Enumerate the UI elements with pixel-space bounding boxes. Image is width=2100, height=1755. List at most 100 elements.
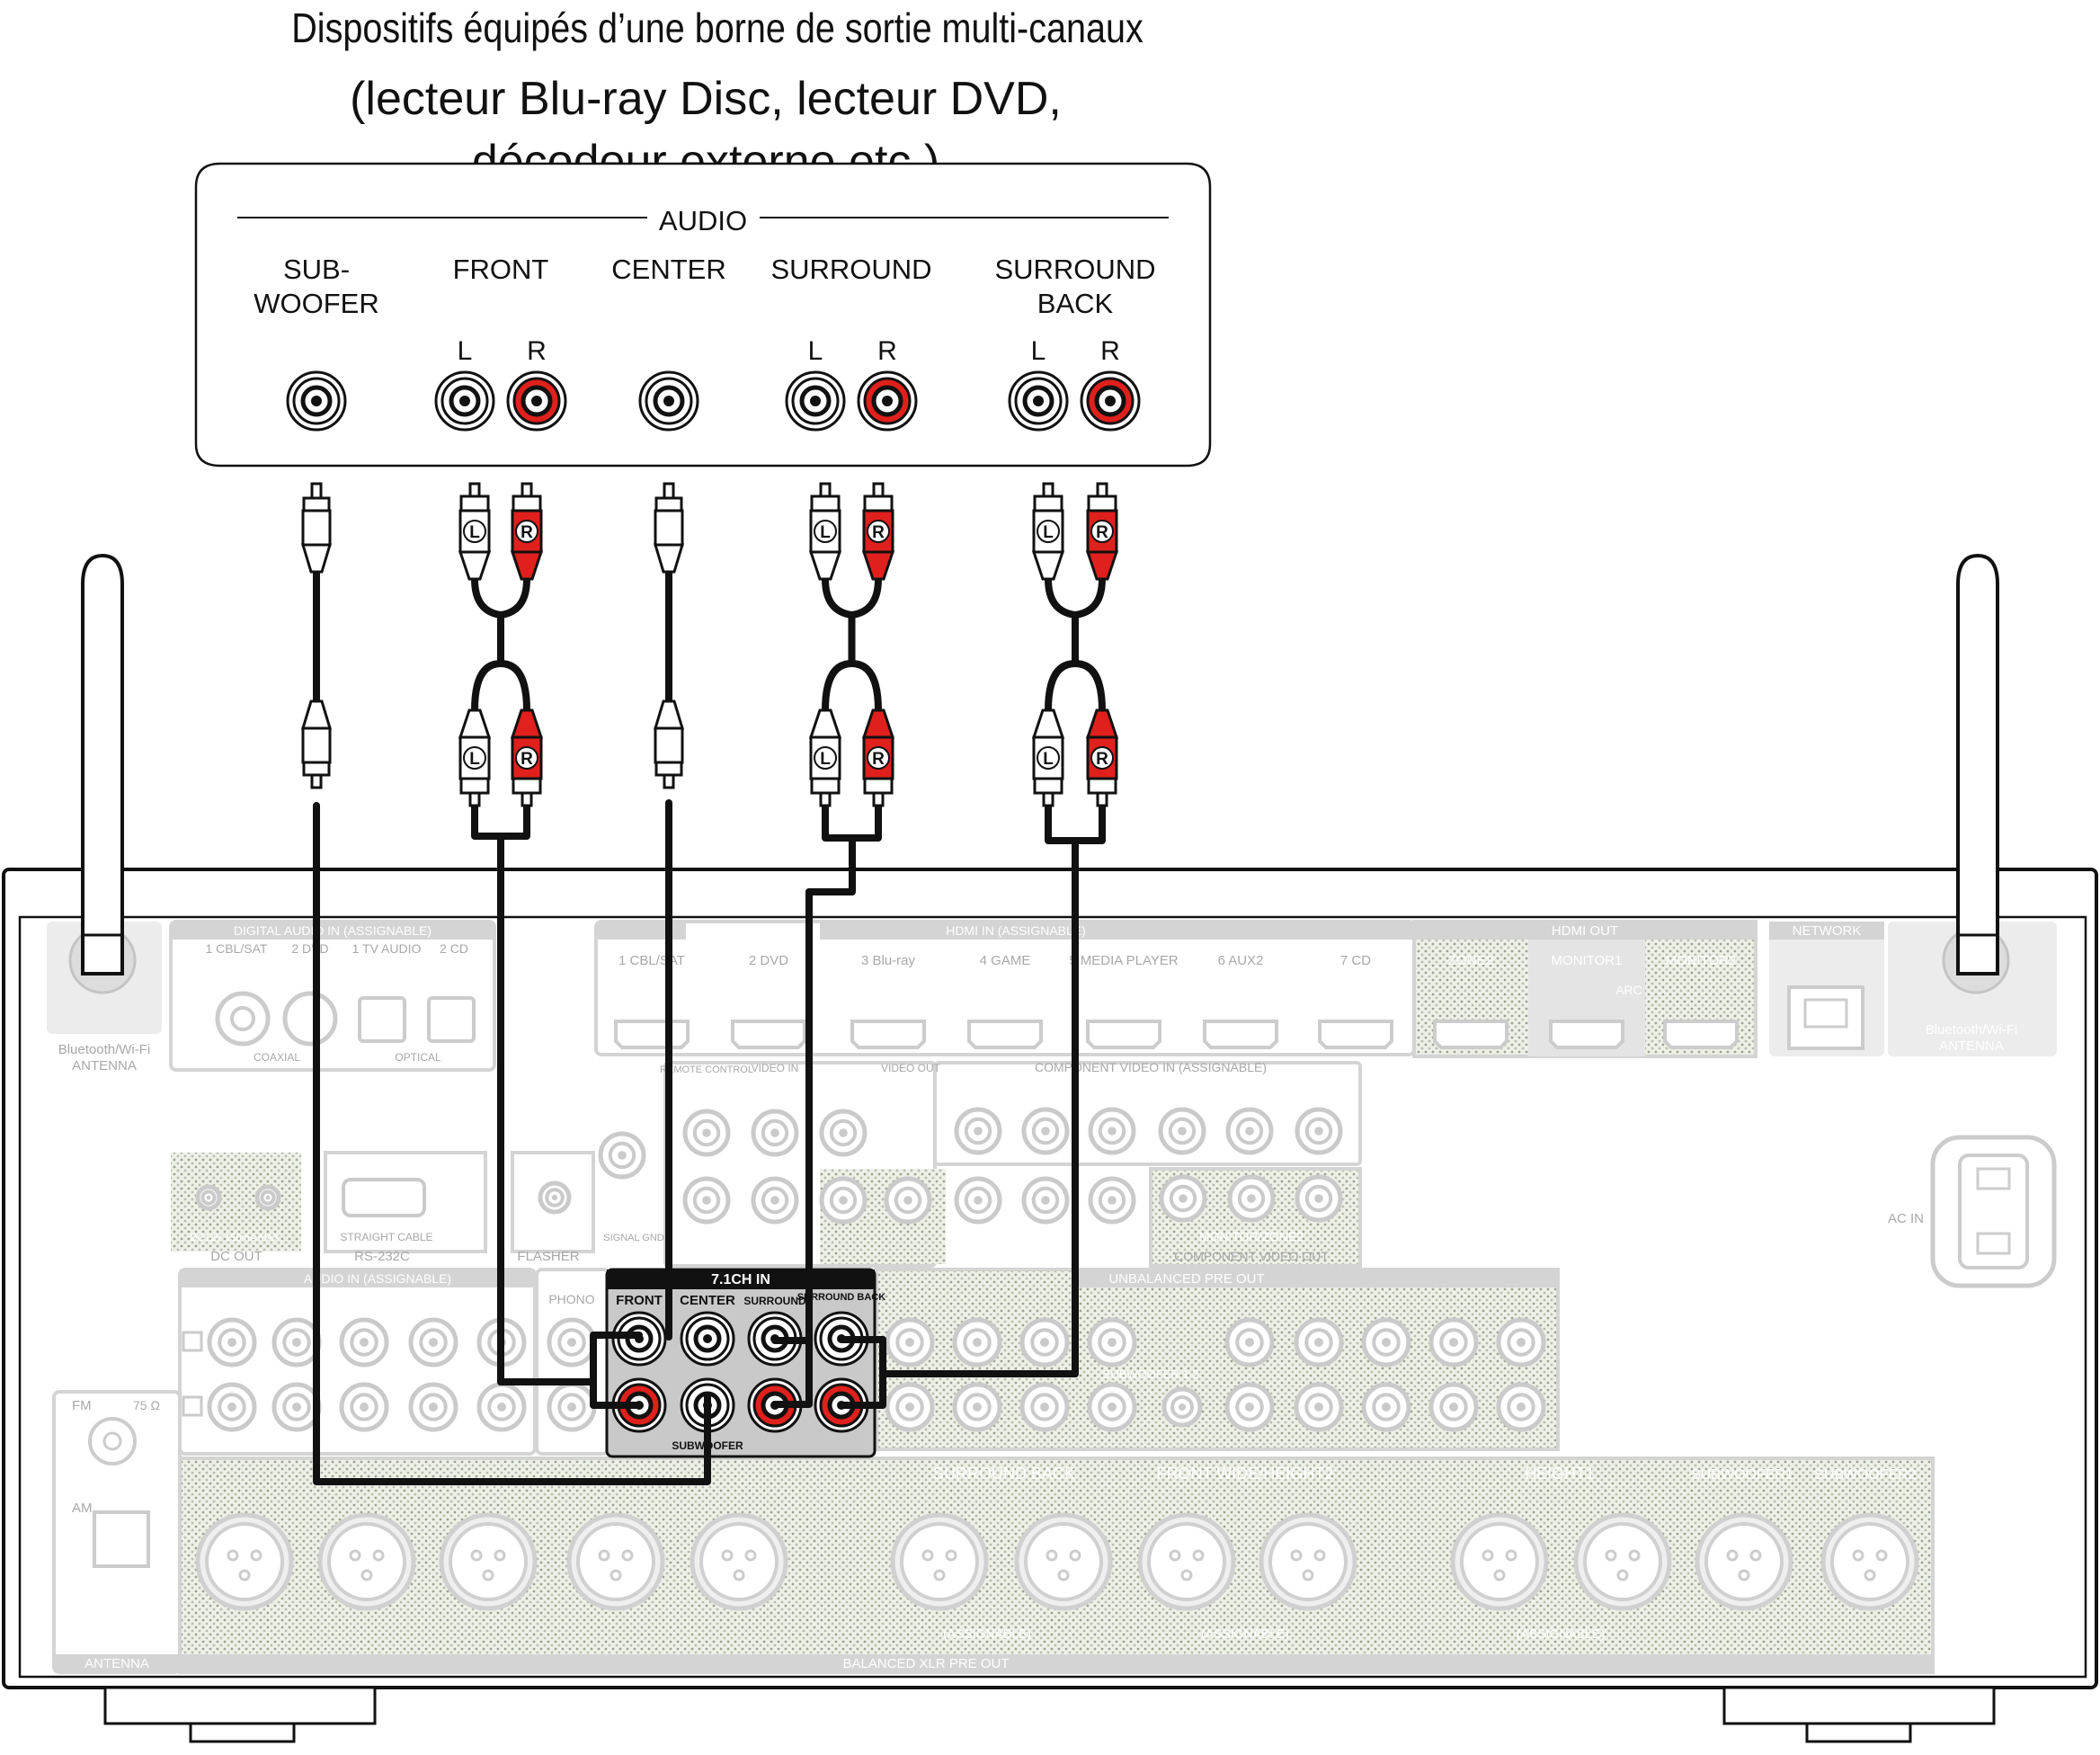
arc-label: ARC xyxy=(1615,983,1642,997)
coaxial-label: COAXIAL xyxy=(254,1051,300,1064)
audio-in-jack-r-5 xyxy=(476,1382,527,1432)
xlr-jack-13 xyxy=(1820,1512,1919,1611)
digital-audio-in-title: DIGITAL AUDIO IN (ASSIGNABLE) xyxy=(234,923,432,938)
video-jack-9 xyxy=(1295,1107,1343,1155)
hdmi-in-port-2 xyxy=(731,1020,806,1049)
audio-in-jack-l-6 xyxy=(547,1317,597,1367)
xlr-jack-1 xyxy=(195,1512,294,1611)
subwoofer-label-1: SUB- xyxy=(283,254,350,285)
xlr-jack-6 xyxy=(890,1512,989,1611)
hdmi-in-label-3: 3 Blu-ray xyxy=(861,953,916,968)
audio-in-jack-r-2 xyxy=(271,1382,322,1432)
hdmi-in-label-1: 1 CBL/SAT xyxy=(618,953,685,968)
video-jack-16 xyxy=(1088,1176,1136,1225)
xlr-jack-3 xyxy=(439,1512,538,1611)
unbalanced-pre-out-title: UNBALANCED PRE OUT xyxy=(1108,1271,1264,1287)
hdmi-in-port-6 xyxy=(1203,1020,1278,1049)
antenna-left xyxy=(47,553,162,1034)
center-label: CENTER xyxy=(611,254,725,285)
ac-in-label: AC IN xyxy=(1888,1211,1924,1226)
title-line-1: Dispositifs équipés d’une borne de sorti… xyxy=(291,5,1143,51)
audio-in-jacks xyxy=(182,1317,597,1432)
source-jack-front-l xyxy=(434,370,495,432)
front-label: FRONT xyxy=(453,254,549,285)
hdmi-out-title: HDMI OUT xyxy=(1552,923,1618,939)
source-jack-center xyxy=(638,370,699,432)
xlr-jacks xyxy=(195,1512,1919,1611)
cable-surround xyxy=(771,888,813,1408)
ch71-front-label: FRONT xyxy=(616,1293,663,1308)
plug-surround-back xyxy=(1045,578,1106,711)
hdmi-in-label-7: 7 CD xyxy=(1340,953,1371,968)
video-jack-10 xyxy=(682,1176,731,1225)
pre-out-subwoofer-jack xyxy=(1161,1386,1203,1428)
audio-in-title: AUDIO IN (ASSIGNABLE) xyxy=(304,1271,451,1286)
digital-input-4: 2 CD xyxy=(440,941,468,956)
audio-in-jack-l-2 xyxy=(271,1317,322,1367)
source-jack-surround-l xyxy=(785,370,846,432)
plug-front-bottom-l: L xyxy=(458,708,492,807)
front-l-label: L xyxy=(458,336,473,366)
hdmi-out-label-monitor2: MONITOR2 xyxy=(1666,953,1737,968)
audio-in-jack-l-1 xyxy=(207,1317,257,1367)
plug-front-top-l: L xyxy=(458,482,492,581)
hdmi-in-label-2: 2 DVD xyxy=(749,953,788,968)
video-jack-4 xyxy=(954,1107,1002,1155)
svg-text:R: R xyxy=(872,750,885,769)
network-panel xyxy=(1769,922,1884,1056)
xlr-jack-9 xyxy=(1259,1512,1357,1611)
hdmi-in-port-3 xyxy=(850,1020,926,1049)
hdmi-in-port-1 xyxy=(614,1020,690,1049)
video-jack-13 xyxy=(884,1176,932,1225)
bal-label-surround-back: SURROUND BACK xyxy=(933,1465,1075,1483)
pre-out-jack-bottom-1 xyxy=(885,1382,935,1432)
video-jack-12 xyxy=(819,1176,868,1225)
pre-out-jacks xyxy=(885,1317,1546,1432)
svg-text:L: L xyxy=(820,523,831,542)
plug-surround-back-bottom-l: L xyxy=(1031,708,1065,807)
monitor-zone2-label: MONITOR/ZONE2 xyxy=(1199,1229,1304,1243)
plug-surround-top-r: R xyxy=(861,482,895,581)
pre-out-jack-bottom-3 xyxy=(1019,1382,1070,1432)
pre-out-jack-top-3 xyxy=(1019,1317,1070,1367)
source-jack-surround-back-r xyxy=(1080,370,1141,432)
plug-center xyxy=(653,482,685,789)
dc-out-jack-2 xyxy=(254,1184,281,1211)
source-jack-subwoofer xyxy=(286,370,347,432)
svg-text:L: L xyxy=(1043,523,1054,542)
fm-am-antenna-panel xyxy=(52,1390,182,1674)
ch71-center-jack xyxy=(680,1311,735,1367)
video-out-label: VIDEO OUT xyxy=(881,1062,941,1074)
audio-in-jack-r-1 xyxy=(207,1382,257,1432)
audio-in-jack-r-6 xyxy=(547,1382,597,1432)
plug-surround-back-top-l: L xyxy=(1031,482,1065,581)
pre-out-jack-top-7 xyxy=(1361,1317,1411,1367)
hdmi-in-label-5: 5 MEDIA PLAYER xyxy=(1069,953,1179,968)
plug-front-bottom-r: R xyxy=(510,708,544,807)
pre-out-jack-bottom-4 xyxy=(1087,1382,1137,1432)
audio-in-jack-l-3 xyxy=(339,1317,389,1367)
flasher-jack xyxy=(538,1180,572,1215)
antenna-right xyxy=(1888,553,2057,1056)
video-jack-11 xyxy=(751,1176,799,1225)
xlr-jack-5 xyxy=(690,1512,788,1611)
video-jack-8 xyxy=(1225,1107,1274,1155)
video-jack-2 xyxy=(751,1109,799,1157)
source-jack-surround-r xyxy=(857,370,918,432)
xlr-jack-2 xyxy=(317,1512,416,1611)
video-jack-6 xyxy=(1088,1107,1136,1155)
hdmi-out-label-zone2: ZONE2 xyxy=(1448,953,1493,968)
surround-l-label: L xyxy=(808,336,823,366)
subwoofer-12-label: SUBWOOFER 1 2 xyxy=(1103,1367,1199,1381)
ch71-in-title: 7.1CH IN xyxy=(711,1272,770,1287)
plug-surround xyxy=(822,578,882,711)
pre-out-jack-top-8 xyxy=(1428,1317,1479,1367)
plug-surround-bottom-l: L xyxy=(808,708,842,807)
pre-out-jack-top-6 xyxy=(1294,1317,1344,1367)
cable-subwoofer xyxy=(313,802,711,1485)
right-channel-marker xyxy=(182,1395,203,1417)
balanced-xlr-title: BALANCED XLR PRE OUT xyxy=(842,1656,1009,1671)
